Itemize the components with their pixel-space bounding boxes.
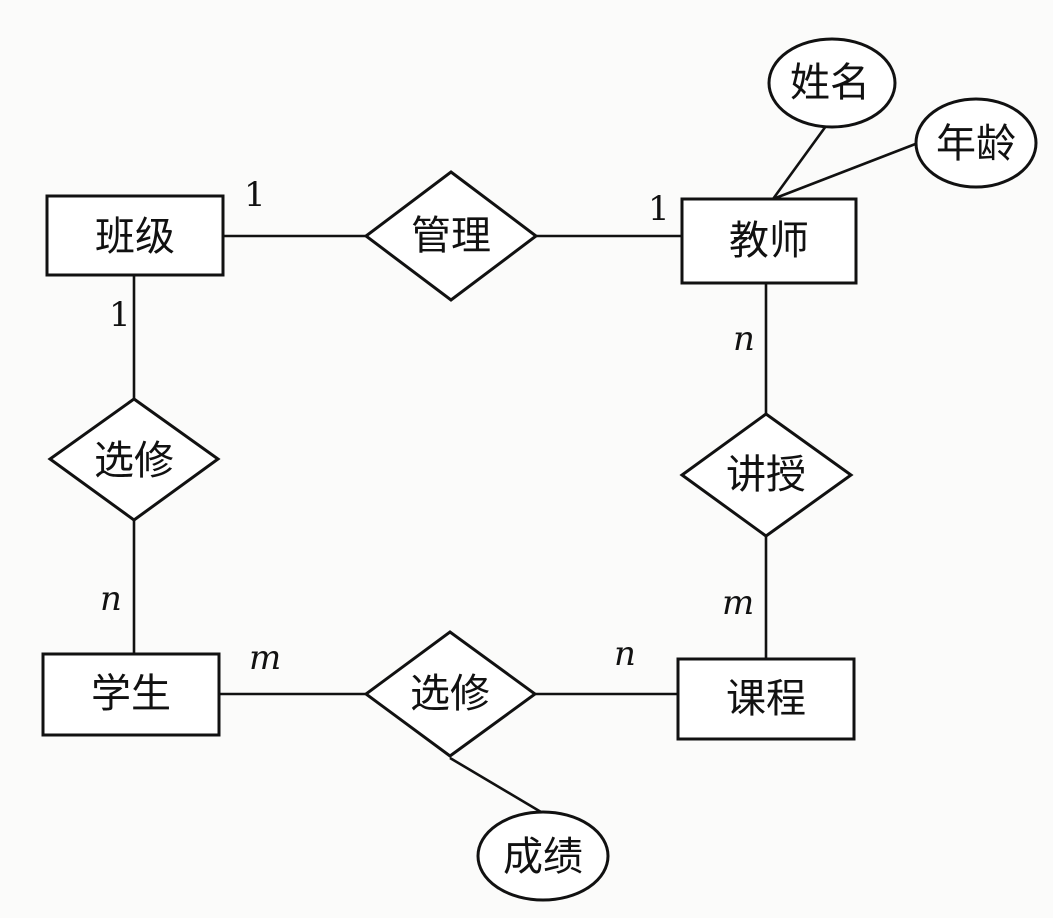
relationship-class-select: [47, 397, 221, 522]
relationship-enroll-label: 选修: [410, 671, 490, 717]
cardinality-class-manage: 1: [244, 175, 266, 215]
entity-teacher: [680, 197, 858, 285]
cardinality-teacher-teach: n: [733, 319, 755, 359]
entity-class-label: 班级: [95, 214, 175, 260]
cardinality-student-enroll: m: [249, 638, 281, 678]
cardinality-teacher-manage: 1: [648, 189, 670, 229]
attribute-grade-label: 成绩: [503, 834, 583, 880]
attribute-name: [767, 37, 897, 129]
attribute-age: [914, 97, 1038, 189]
entity-course-label: 课程: [726, 676, 806, 722]
cardinality-course-enroll: n: [614, 634, 636, 674]
relationship-class-select-label: 选修: [94, 438, 174, 484]
edge-teacher-age: [772, 141, 919, 201]
relationship-enroll: [363, 630, 538, 758]
edge-enroll-grade: [449, 756, 542, 814]
cardinality-class-select: 1: [109, 295, 131, 335]
attribute-age-label: 年龄: [936, 121, 1016, 167]
relationship-manage: [363, 170, 539, 302]
relationship-teach: [679, 412, 854, 538]
entity-class: [45, 194, 225, 277]
entity-student: [41, 652, 221, 737]
attribute-grade: [476, 810, 610, 902]
attribute-name-label: 姓名: [790, 60, 870, 106]
cardinality-student-select: n: [100, 579, 122, 619]
edge-teacher-name: [771, 125, 828, 200]
cardinality-course-teach: m: [722, 583, 754, 623]
relationship-manage-label: 管理: [411, 213, 491, 259]
entity-teacher-label: 教师: [729, 218, 809, 264]
entity-student-label: 学生: [91, 671, 171, 717]
relationship-teach-label: 讲授: [726, 452, 806, 498]
entity-course: [676, 657, 856, 741]
